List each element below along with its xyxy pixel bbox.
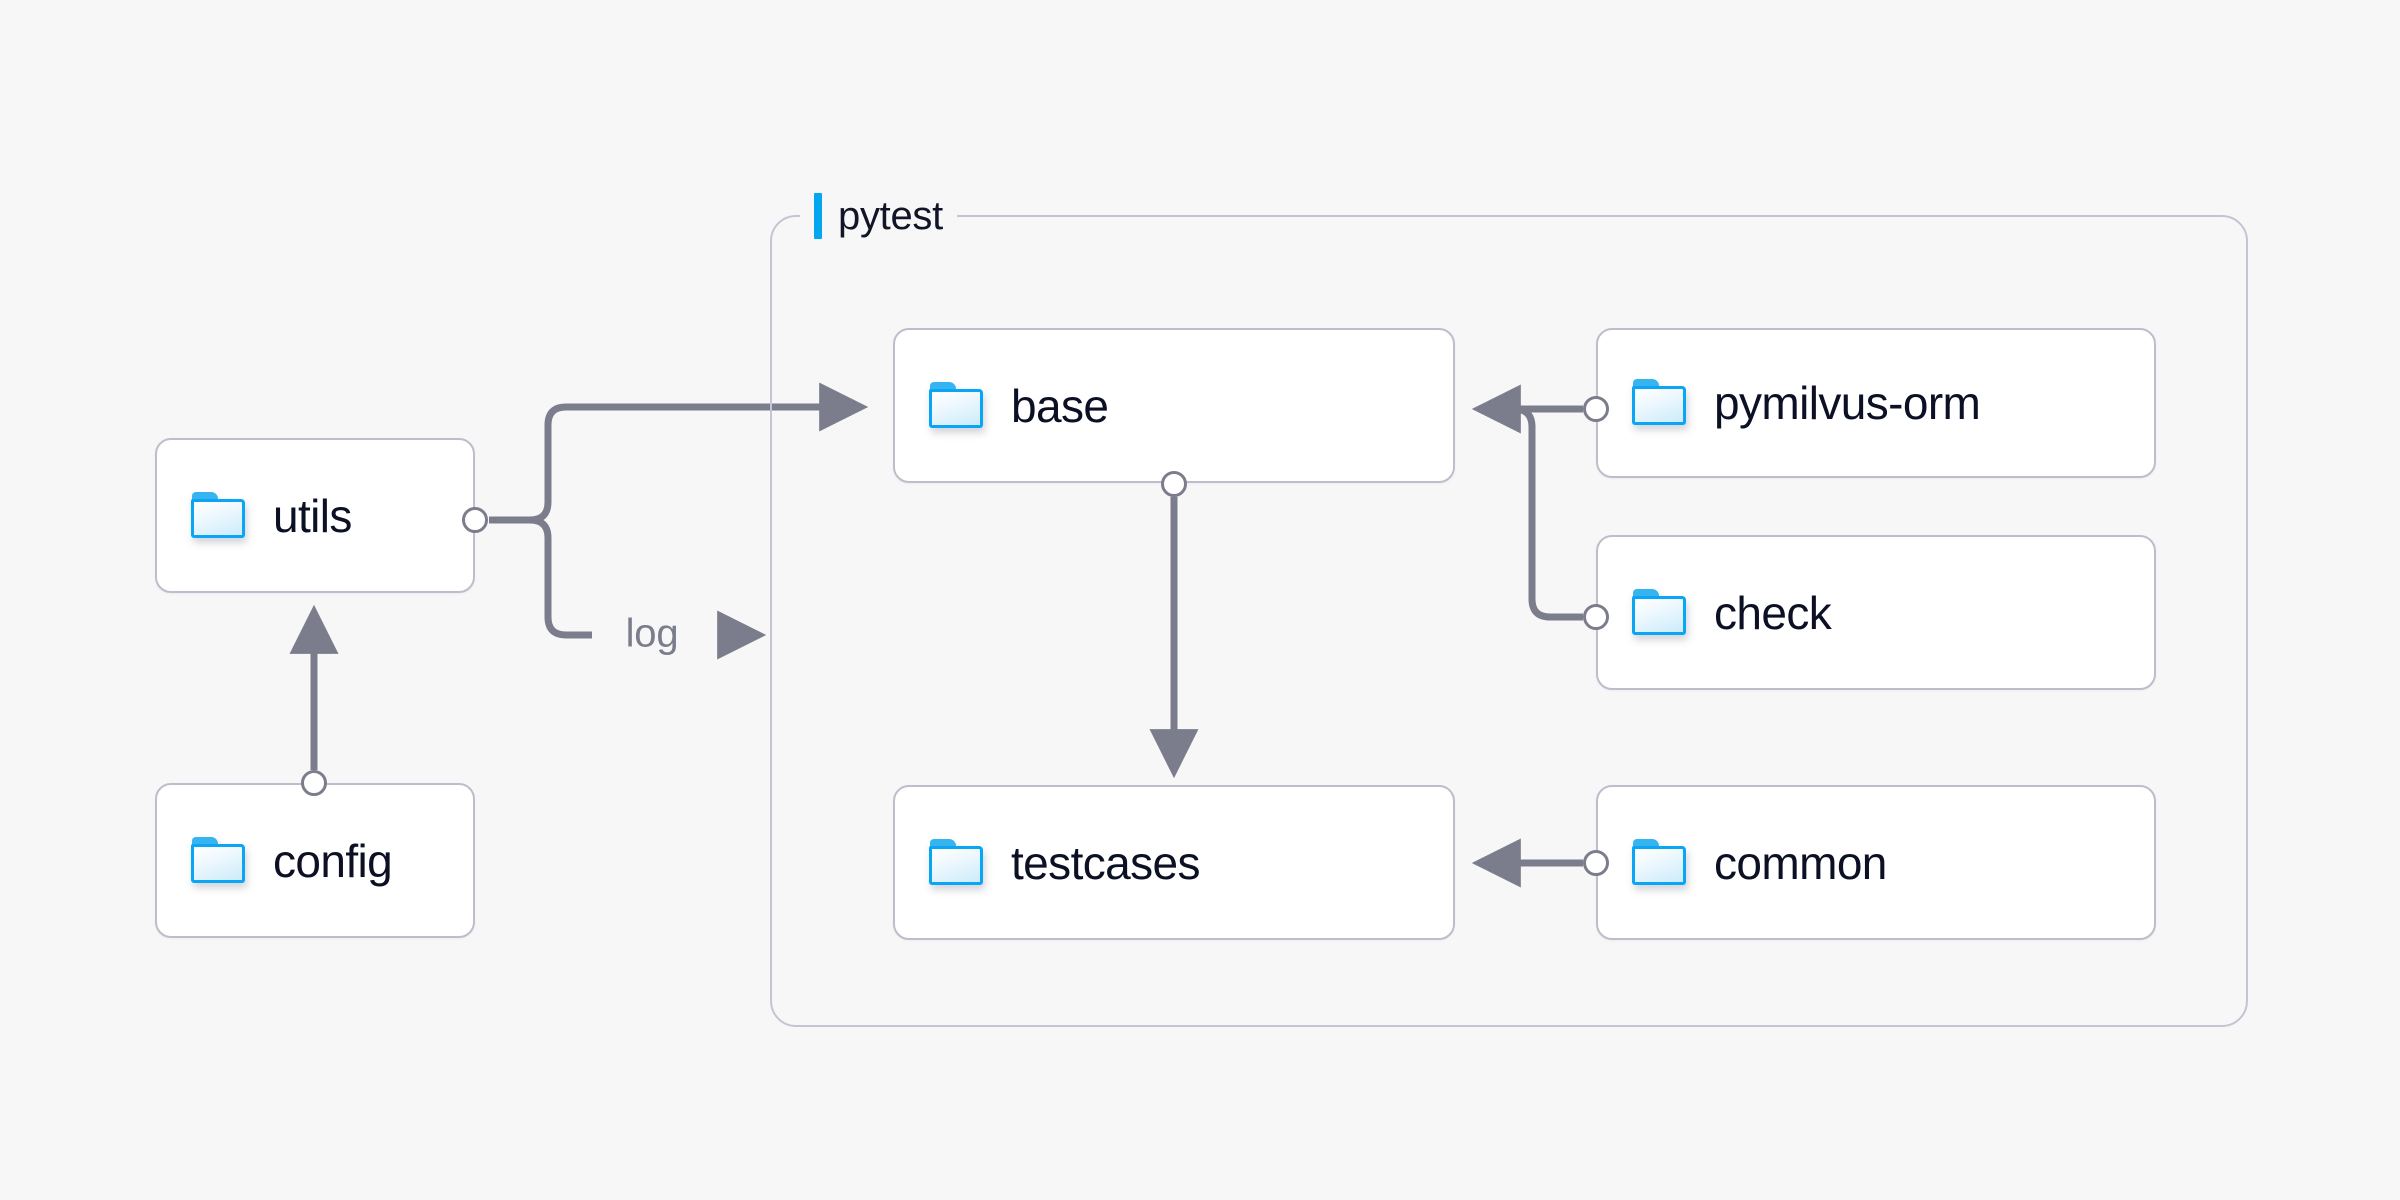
node-check[interactable]: check: [1596, 535, 2156, 690]
folder-icon: [929, 381, 985, 430]
node-testcases-content: testcases: [895, 836, 1201, 889]
node-config[interactable]: config: [155, 783, 475, 938]
edge-label-log: log: [619, 611, 685, 657]
group-pytest[interactable]: [770, 215, 2248, 1027]
folder-icon: [1632, 588, 1688, 637]
handle-check-left[interactable]: [1583, 604, 1609, 630]
folder-icon: [929, 838, 985, 887]
handle-utils-right[interactable]: [462, 507, 488, 533]
node-config-content: config: [157, 834, 393, 887]
group-pytest-label: pytest: [800, 190, 957, 242]
folder-icon: [1632, 379, 1688, 427]
node-check-label: check: [1714, 586, 1832, 639]
group-pytest-title: pytest: [838, 193, 943, 238]
node-base-content: base: [895, 379, 1109, 432]
accent-bar-icon: [814, 193, 822, 239]
folder-icon: [191, 491, 247, 540]
node-base[interactable]: base: [893, 328, 1455, 483]
node-utils[interactable]: utils: [155, 438, 475, 593]
folder-icon: [1632, 838, 1688, 887]
node-pymilvus-orm-content: pymilvus-orm: [1598, 377, 1981, 429]
node-testcases-label: testcases: [1011, 836, 1201, 889]
node-utils-label: utils: [273, 489, 352, 542]
node-common-content: common: [1598, 836, 1887, 889]
handle-common-left[interactable]: [1583, 850, 1609, 876]
node-pymilvus-orm-label: pymilvus-orm: [1714, 377, 1981, 429]
node-config-label: config: [273, 834, 393, 887]
handle-pymilvus-orm-left[interactable]: [1583, 396, 1609, 422]
node-common-label: common: [1714, 836, 1887, 889]
handle-config-top[interactable]: [301, 770, 327, 796]
node-common[interactable]: common: [1596, 785, 2156, 940]
folder-icon: [191, 836, 247, 885]
node-testcases[interactable]: testcases: [893, 785, 1455, 940]
node-base-label: base: [1011, 379, 1109, 432]
node-pymilvus-orm[interactable]: pymilvus-orm: [1596, 328, 2156, 478]
handle-base-bottom[interactable]: [1161, 471, 1187, 497]
edge-utils-log: [489, 516, 592, 639]
node-check-content: check: [1598, 586, 1832, 639]
node-utils-content: utils: [157, 489, 352, 542]
